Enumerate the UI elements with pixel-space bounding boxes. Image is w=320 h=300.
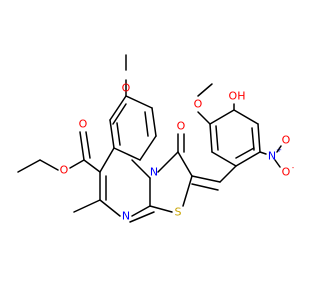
bond xyxy=(125,95,153,109)
oxygen-atom: O xyxy=(282,166,291,179)
bond xyxy=(215,125,219,151)
bond xyxy=(85,131,91,159)
oxygen-atom: O xyxy=(60,164,69,177)
bond xyxy=(257,123,261,153)
bond xyxy=(113,147,141,161)
bond xyxy=(274,159,281,168)
bond xyxy=(251,127,255,151)
bond xyxy=(131,205,151,217)
bond xyxy=(83,159,101,173)
bond xyxy=(109,119,115,149)
nitrogen-atom: N xyxy=(150,166,158,179)
bond xyxy=(17,159,41,173)
bond xyxy=(197,83,213,97)
sulfur-atom: S xyxy=(175,206,182,219)
bond xyxy=(151,107,157,137)
bond xyxy=(211,151,237,167)
nitro-bonds xyxy=(274,145,282,168)
bond xyxy=(129,211,155,223)
bond xyxy=(197,111,211,125)
oxygen-atom: O xyxy=(177,120,186,133)
bond xyxy=(191,183,219,191)
bond xyxy=(144,111,149,137)
bond xyxy=(109,95,127,121)
bond xyxy=(209,123,213,153)
bond xyxy=(219,165,237,183)
bond xyxy=(99,199,121,217)
oxygen-atom: O xyxy=(79,118,88,131)
atom-labels: O O O O O OH N N S N + O O - xyxy=(60,82,295,223)
bonds xyxy=(17,54,267,223)
bond xyxy=(139,135,157,161)
bond xyxy=(276,145,282,153)
bond xyxy=(182,175,193,207)
hydroxy-group: OH xyxy=(229,90,246,103)
negative-charge: - xyxy=(292,164,295,172)
nitrogen-atom: N xyxy=(268,150,276,163)
bond xyxy=(112,103,127,125)
nitrogen-atom: N xyxy=(122,210,130,223)
bond xyxy=(235,151,261,167)
bond xyxy=(209,109,235,125)
bond xyxy=(79,131,85,161)
oxygen-atom: O xyxy=(282,134,291,147)
bond xyxy=(131,159,151,179)
bond xyxy=(73,199,101,213)
oxygen-atom: O xyxy=(122,82,131,95)
oxygen-atom: O xyxy=(194,98,203,111)
bond xyxy=(39,159,59,171)
bond xyxy=(259,151,267,155)
bond xyxy=(177,151,193,177)
bond xyxy=(69,159,85,169)
chemical-structure-diagram: O O O O O OH N N S N + O O - xyxy=(17,54,295,223)
bond xyxy=(191,175,221,183)
bond xyxy=(157,151,179,173)
bond xyxy=(116,122,121,146)
bond xyxy=(149,205,173,213)
bond xyxy=(235,147,255,159)
bond xyxy=(233,109,259,125)
bond xyxy=(99,147,115,173)
